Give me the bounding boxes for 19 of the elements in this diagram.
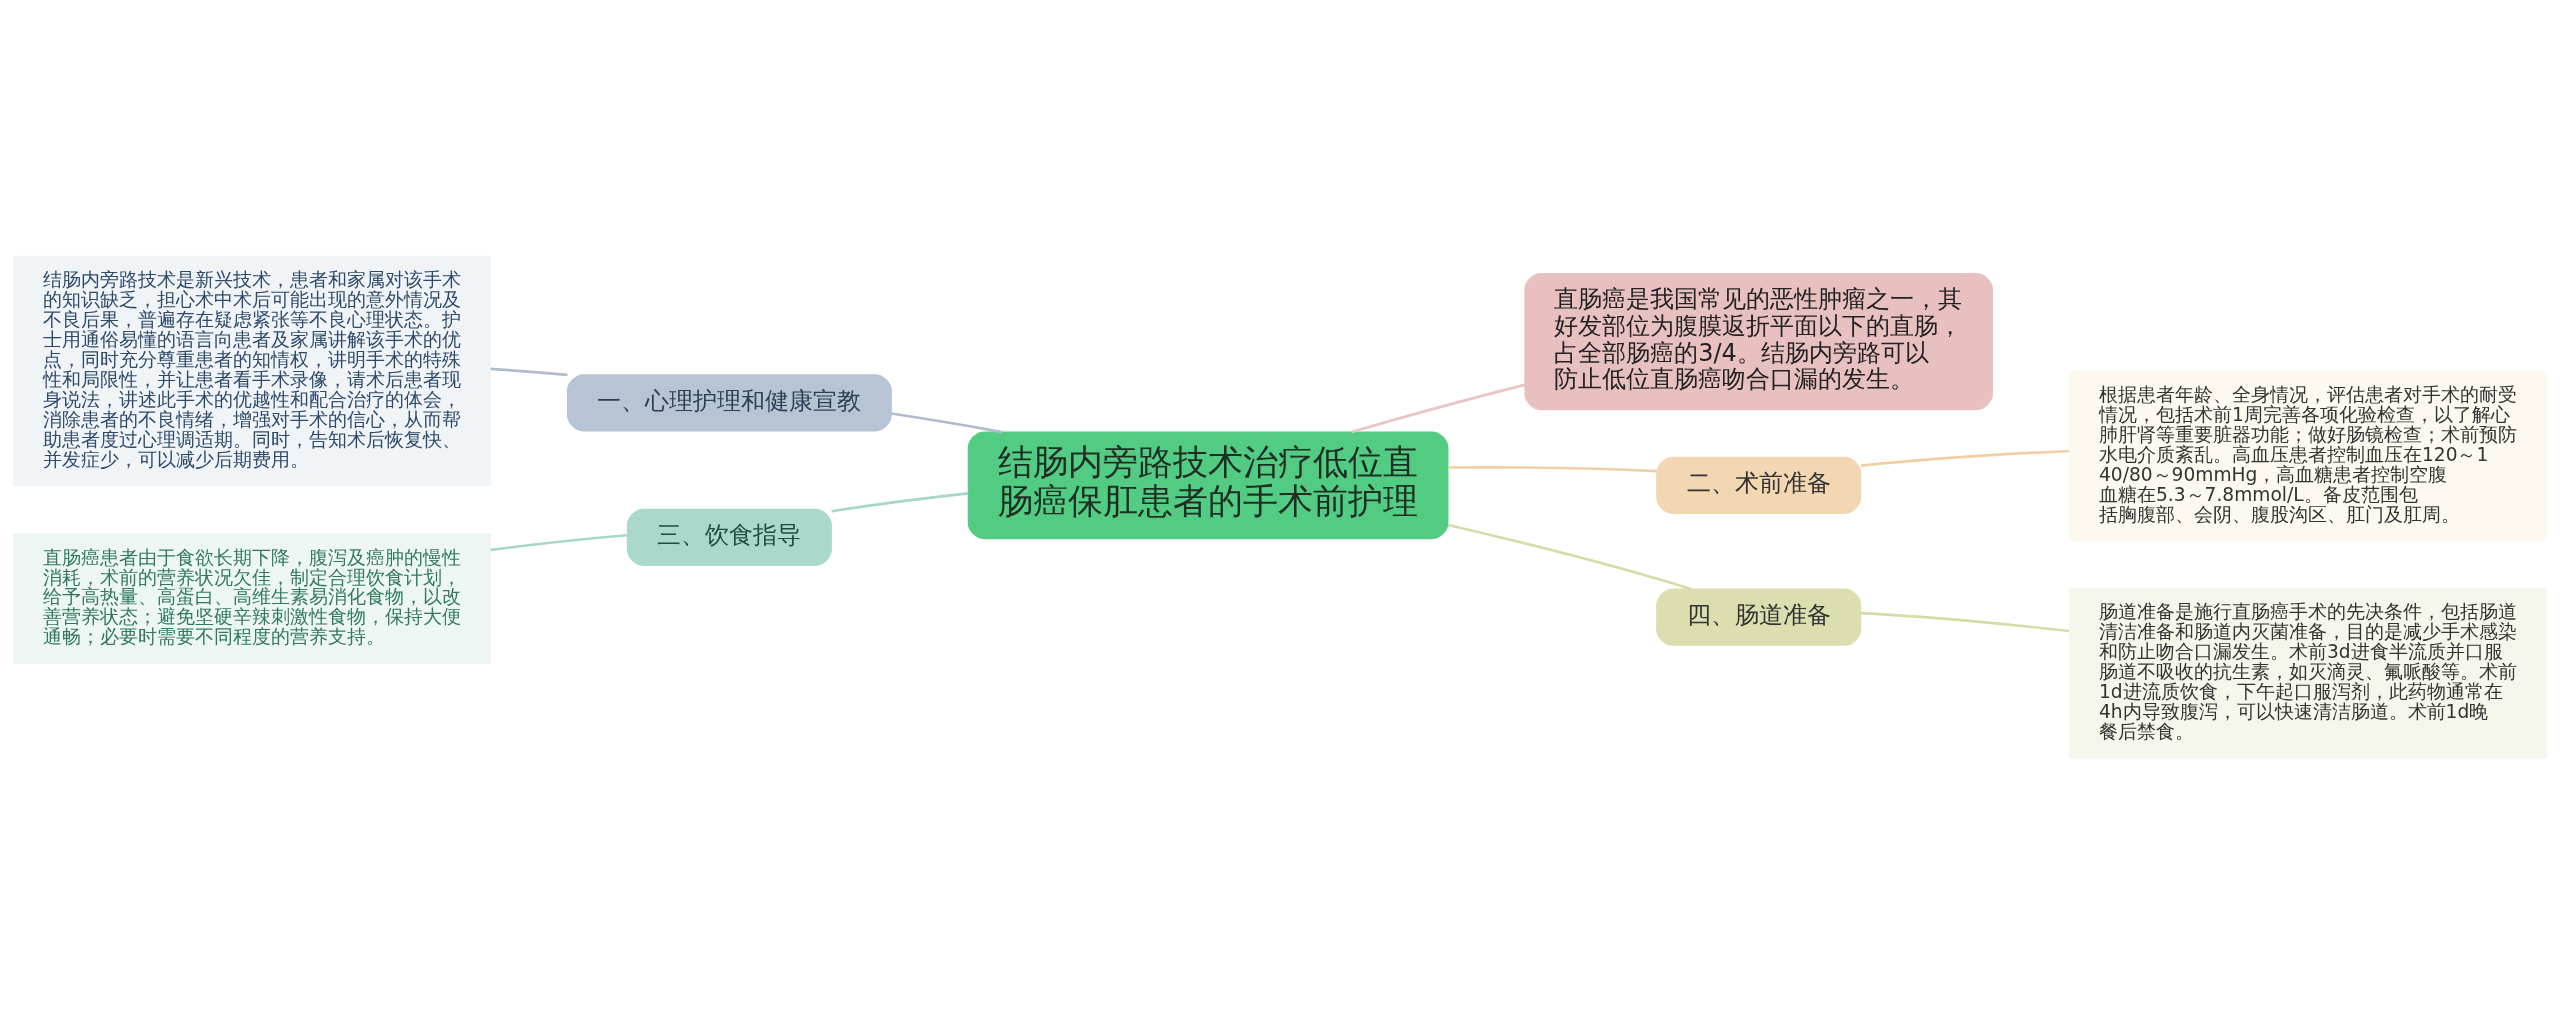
node-box: 结肠内旁路技术治疗低位直肠癌保肛患者的手术前护理: [967, 430, 1449, 539]
node-box: 一、心理护理和健康宣教: [566, 373, 892, 431]
connector: [490, 533, 628, 551]
connector: [1351, 383, 1525, 433]
node-box: 根据患者年龄、全身情况，评估患者对手术的耐受情况，包括术前1周完善各项化验检查，以了解心肺肝肾等重要脏器功能；做好肠镜检查；术前预防水电介质紊乱。高血压患者控制血压在120～140/80～90mmHg，高血糖患者控制空腹血糖在5.3～7.8mmol/L。备皮范围包括胸腹部、会阴、腹股沟区、肛门及肛周。: [2068, 370, 2547, 541]
node-box: 直肠癌是我国常见的恶性肿瘤之一，其好发部位为腹膜返折平面以下的直肠，占全部肠癌的3/4。结肠内旁路可以防止低位直肠癌吻合口漏的发生。: [1524, 272, 1994, 410]
connector: [831, 491, 969, 513]
connector: [1447, 523, 1692, 590]
connector: [490, 367, 568, 376]
node-box: 四、肠道准备: [1656, 588, 1862, 646]
node-box: 二、术前准备: [1656, 456, 1862, 514]
node-box: 三、饮食指导: [626, 508, 832, 566]
connector: [1860, 611, 2070, 632]
node-box: 肠道准备是施行直肠癌手术的先决条件，包括肠道清洁准备和肠道内灭菌准备，目的是减少手术感染和防止吻合口漏发生。术前3d进食半流质并口服肠道不吸收的抗生素，如灭滴灵、氟哌酸等。术前1d进流质饮食，下午起口服泻剂，此药物通常在4h内导致腹泻，可以快速清洁肠道。术前1d晚餐后禁食。: [2068, 587, 2547, 758]
connector: [1448, 465, 1657, 472]
connector: [891, 411, 1003, 433]
node-box: 直肠癌患者由于食欲长期下降，腹泻及癌肿的慢性消耗，术前的营养状况欠佳，制定合理饮食计划，给予高热量、高蛋白、高维生素易消化食物，以改善营养状态；避免坚硬辛辣刺激性食物，保持大便通畅；必要时需要不同程度的营养支持。: [13, 532, 492, 664]
node-box: 结肠内旁路技术是新兴技术，患者和家属对该手术的知识缺乏，担心术中术后可能出现的意外情况及不良后果，普遍存在疑虑紧张等不良心理状态。护士用通俗易懂的语言向患者及家属讲解该手术的优点，同时充分尊重患者的知情权，讲明手术的特殊性和局限性，并让患者看手术录像，请术后患者现身说法，讲述此手术的优越性和配合治疗的体会，消除患者的不良情绪，增强对手术的信心，从而帮助患者度过心理调适期。同时，告知术后恢复快、并发症少，可以减少后期费用。: [13, 255, 492, 486]
connector: [1860, 449, 2070, 467]
